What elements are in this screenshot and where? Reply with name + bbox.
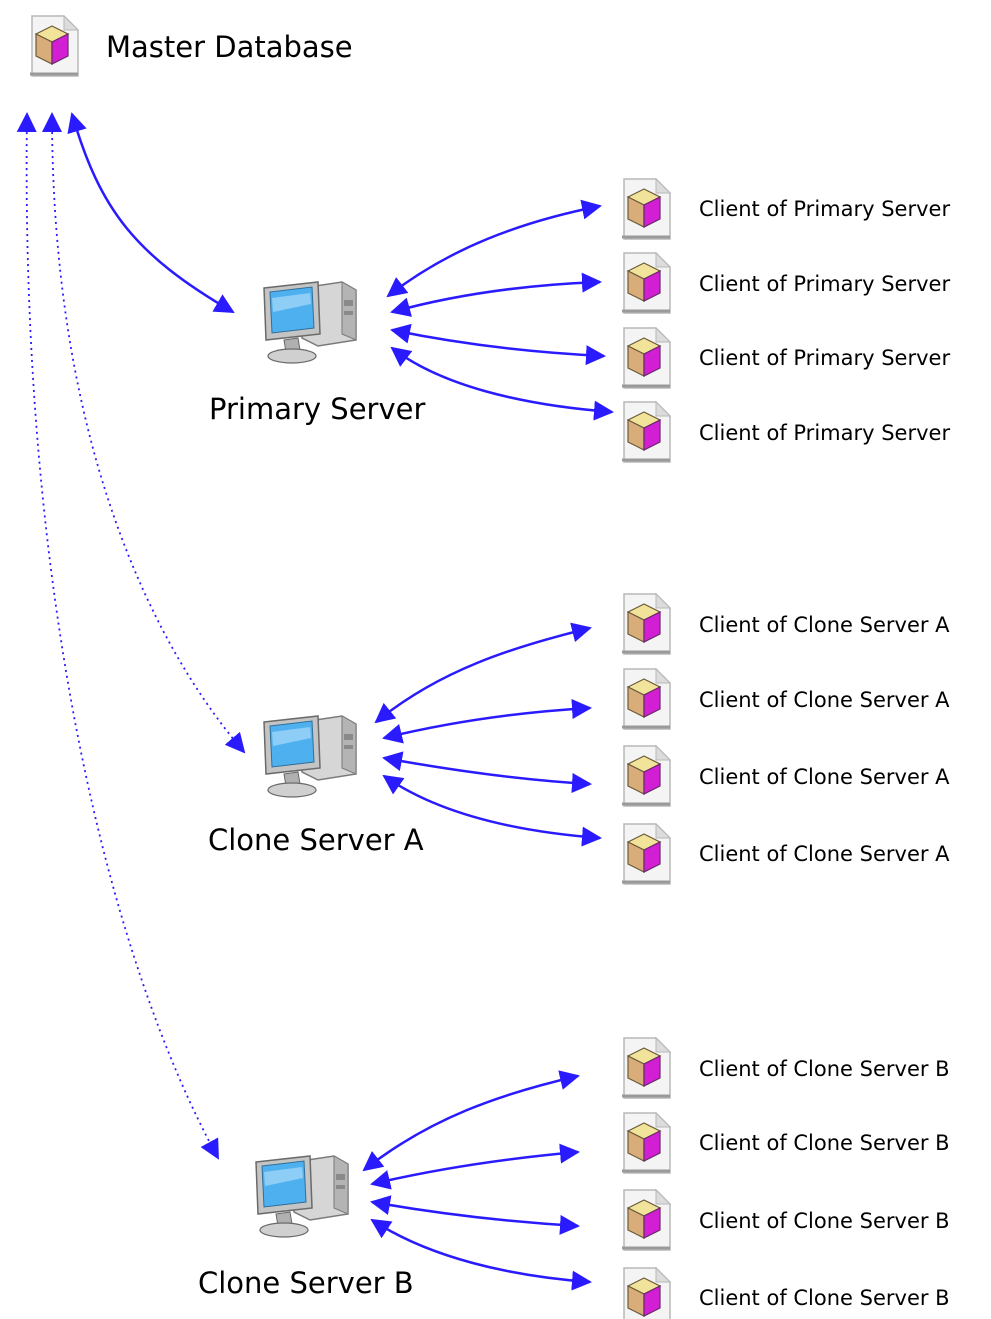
client-label: Client of Clone Server A — [699, 613, 950, 637]
client-list: Client of Clone Server B Client of Clone… — [622, 1036, 950, 1319]
database-icon — [30, 14, 80, 77]
database-icon — [622, 177, 672, 240]
client-link — [390, 272, 602, 317]
client-link — [390, 323, 606, 366]
client-label: Client of Primary Server — [699, 197, 950, 221]
link-master-primary — [67, 112, 235, 314]
client-link — [382, 751, 592, 793]
client-list: Client of Primary Server Client of Prima… — [622, 177, 950, 463]
client-item: Client of Primary Server — [622, 177, 950, 240]
client-label: Client of Clone Server B — [699, 1209, 950, 1233]
database-icon — [622, 1111, 672, 1174]
clone-server-a-group: Clone Server A Client of Clone Server A … — [208, 592, 950, 885]
client-label: Client of Clone Server B — [699, 1131, 950, 1155]
link-master-clone-a — [42, 112, 246, 754]
client-links — [362, 1070, 592, 1291]
client-links — [374, 622, 602, 847]
client-list: Client of Clone Server A Client of Clone… — [622, 592, 950, 885]
client-label: Client of Clone Server B — [699, 1286, 950, 1310]
link-master-clone-b — [16, 112, 219, 1160]
client-item: Client of Clone Server B — [622, 1036, 950, 1099]
client-link — [390, 346, 614, 421]
client-item: Client of Primary Server — [622, 400, 950, 463]
client-item: Client of Primary Server — [622, 251, 950, 314]
server-label: Clone Server A — [208, 823, 424, 857]
client-label: Client of Clone Server A — [699, 765, 950, 789]
client-links — [386, 199, 614, 421]
database-icon — [622, 1036, 672, 1099]
client-link — [370, 1195, 580, 1235]
database-icon — [622, 744, 672, 807]
client-link — [370, 1218, 592, 1291]
primary-server-group: Primary Server Client of Primary Server … — [209, 177, 950, 463]
client-item: Client of Clone Server A — [622, 667, 950, 730]
client-label: Client of Clone Server A — [699, 688, 950, 712]
server-computer-icon — [263, 715, 357, 798]
master-links — [16, 112, 246, 1160]
database-icon — [622, 667, 672, 730]
clone-server-b-group: Clone Server B Client of Clone Server B … — [198, 1036, 950, 1319]
master-database-node: Master Database — [30, 14, 353, 77]
server-computer-icon — [263, 281, 357, 364]
client-item: Client of Clone Server B — [623, 1266, 950, 1319]
client-link — [382, 774, 602, 847]
database-icon — [622, 251, 672, 314]
client-item: Client of Clone Server A — [622, 744, 950, 807]
client-item: Client of Clone Server A — [622, 592, 950, 655]
client-item: Client of Clone Server A — [622, 822, 950, 885]
client-item: Client of Clone Server B — [622, 1111, 950, 1174]
database-icon — [622, 592, 672, 655]
client-item: Client of Primary Server — [622, 326, 950, 389]
database-icon — [622, 822, 672, 885]
database-icon — [623, 1266, 672, 1319]
master-database-label: Master Database — [106, 30, 353, 64]
client-link — [374, 622, 592, 724]
client-link — [370, 1143, 580, 1190]
client-label: Client of Clone Server B — [699, 1057, 950, 1081]
client-label: Client of Primary Server — [699, 272, 950, 296]
database-icon — [622, 400, 672, 463]
server-label: Clone Server B — [198, 1266, 414, 1300]
client-label: Client of Clone Server A — [699, 842, 950, 866]
client-item: Client of Clone Server B — [622, 1188, 950, 1251]
server-label: Primary Server — [209, 392, 425, 426]
database-icon — [622, 1188, 672, 1251]
client-label: Client of Primary Server — [699, 346, 950, 370]
client-link — [382, 699, 592, 744]
server-computer-icon — [255, 1155, 349, 1238]
client-label: Client of Primary Server — [699, 421, 950, 445]
database-icon — [622, 326, 672, 389]
